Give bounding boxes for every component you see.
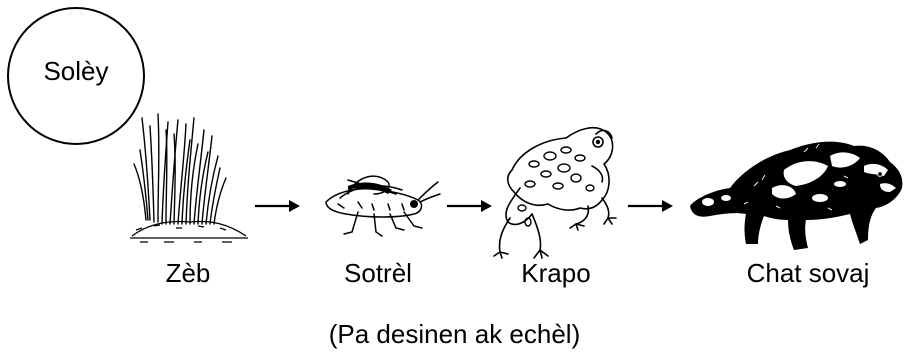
organism-label-grass: Zèb [130,258,246,289]
frog-icon [492,118,628,260]
organism-label-grasshopper: Sotrèl [308,258,448,289]
organism-label-raccoon: Chat sovaj [710,258,906,289]
scale-caption: (Pa desinen ak echèl) [0,319,909,350]
grass-icon [128,112,252,248]
sun-circle: Solèy [7,7,145,145]
raccoon-icon [684,136,906,254]
arrow-icon [626,197,674,215]
arrow-icon [445,197,493,215]
arrow-icon [253,197,301,215]
sun-label: Solèy [43,56,108,87]
organism-label-frog: Krapo [488,258,624,289]
grasshopper-icon [318,172,442,240]
